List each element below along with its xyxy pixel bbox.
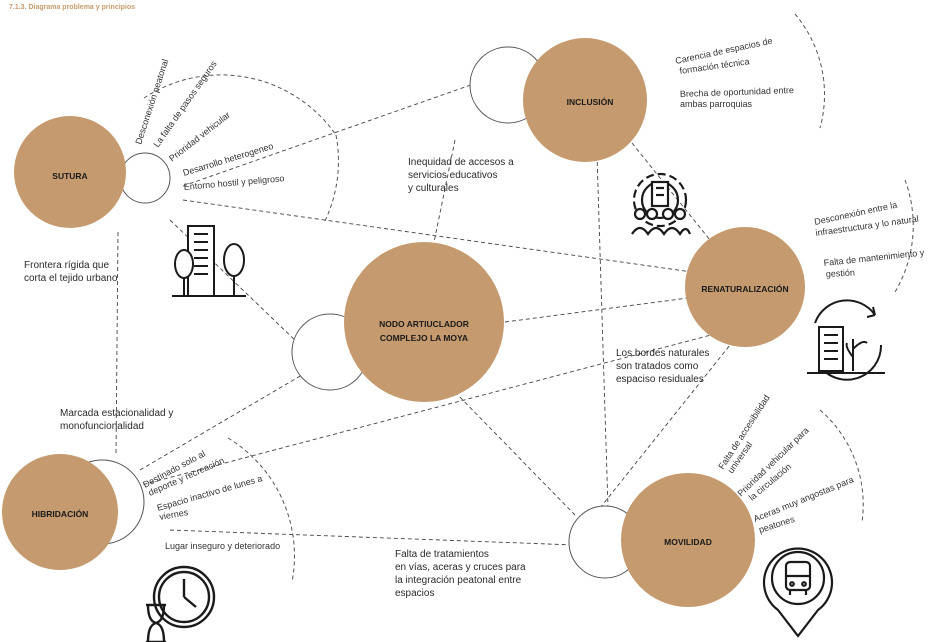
hibridacion-dashed-arc <box>227 437 295 583</box>
connector-sutura-inclusion <box>182 79 486 187</box>
inclusion-problem: ambas parroquias <box>680 99 753 109</box>
connector-inclusion-movilidad <box>596 154 609 509</box>
inequidad-label: y culturales <box>408 183 459 194</box>
connector-hibridacion-movilidad <box>169 529 576 546</box>
nodo-articulador-node <box>344 242 504 402</box>
marcada-label: Marcada estacionalidad y <box>60 408 173 419</box>
sutura-problem: Entorno hostil y peligroso <box>183 173 285 192</box>
community-gear-icon <box>631 172 692 237</box>
renaturalizacion-node <box>685 227 805 347</box>
connector-sutura-hibridacion <box>115 231 119 456</box>
renaturalizacion-problem: gestión <box>826 267 856 279</box>
buildings-trees-icon <box>172 225 246 297</box>
falta-label: en vías, aceras y cruces para <box>395 562 526 573</box>
bordes-label: Los bordes naturales <box>616 348 709 359</box>
sutura-node <box>14 116 126 228</box>
falta-label: Falta de tratamientos <box>395 549 489 560</box>
inclusion-node <box>523 38 647 162</box>
renaturalizacion-label: RENATURALIZACIÓN <box>701 283 788 294</box>
sutura-problem: Desarrollo heterogeneo <box>182 141 275 178</box>
movilidad-label: MOVILIDAD <box>664 537 712 547</box>
sutura-label: SUTURA <box>52 171 87 181</box>
falta-label: la integración peatonal entre <box>395 575 522 586</box>
hibridacion-node <box>2 454 118 570</box>
inequidad-label: servicios educativos <box>408 170 497 181</box>
hibridacion-problem: Lugar inseguro y deteriorado <box>165 541 280 551</box>
connector-hibridacion-nodo <box>139 374 303 471</box>
renaturalizacion-problem: Falta de mantenimiento y <box>823 247 925 268</box>
sutura-dashed-arc-outer <box>323 134 339 224</box>
page-title: 7.1.3. Diagrama problema y principios <box>9 4 136 11</box>
inclusion-dashed-arc <box>794 13 826 129</box>
marcada-label: monofuncionalidad <box>60 421 144 432</box>
nodo-label-line1: NODO ARTIUCLADOR <box>379 319 469 329</box>
bordes-label: son tratados como <box>616 361 699 372</box>
connector-nodo-renaturalizacion <box>504 297 689 323</box>
nodo-label-line2: COMPLEJO LA MOYA <box>380 333 468 343</box>
connector-sutura-renaturalizacion <box>182 199 693 273</box>
renewable-building-icon <box>807 299 885 381</box>
connector-nodo-movilidad <box>454 391 576 516</box>
connector-inclusion-nodo <box>431 139 456 253</box>
bus-location-icon <box>762 547 834 638</box>
movilidad-node <box>621 473 755 607</box>
renaturalizacion-dashed-arc <box>894 179 914 293</box>
movilidad-dashed-arc <box>819 409 864 523</box>
sutura-dashed-arc <box>143 74 337 136</box>
clock-hourglass-icon <box>146 565 216 642</box>
inclusion-problem: Brecha de oportunidad entre <box>680 85 794 99</box>
bordes-label: espaciso residuales <box>616 374 704 385</box>
frontera-label: corta el tejido urbano <box>24 273 118 284</box>
frontera-label: Frontera rígida que <box>24 260 109 271</box>
falta-label: espacios <box>395 588 434 599</box>
inequidad-label: Inequidad de accesos a <box>408 157 514 168</box>
connector-hibridacion-renaturalizacion <box>129 329 731 489</box>
hibridacion-label: HIBRIDACIÓN <box>32 508 89 519</box>
sutura-outline-circle <box>119 152 171 204</box>
inclusion-label: INCLUSIÓN <box>567 96 614 107</box>
